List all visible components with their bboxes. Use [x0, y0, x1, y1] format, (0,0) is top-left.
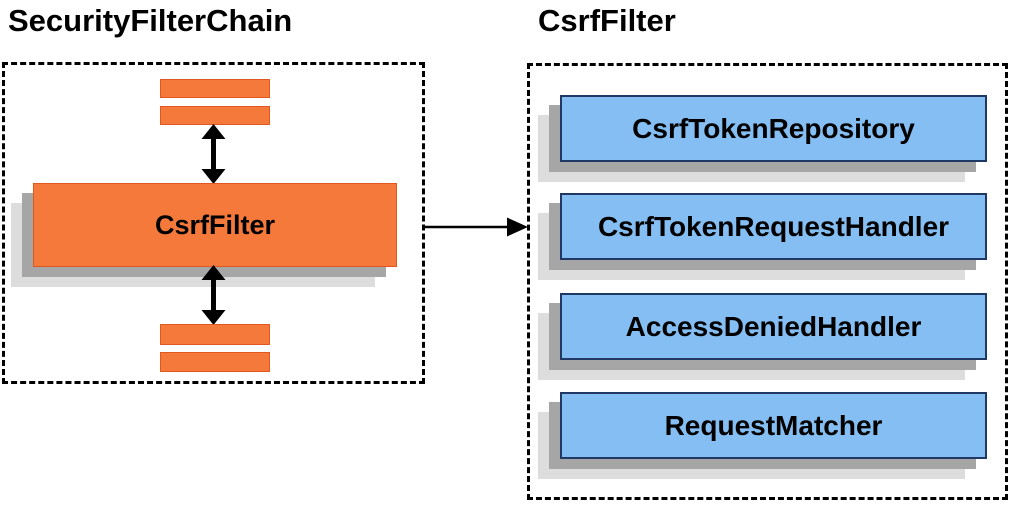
component-label: CsrfTokenRepository — [632, 112, 915, 144]
security-filter-chain-panel — [2, 62, 425, 384]
component-label: AccessDeniedHandler — [625, 310, 922, 342]
component-label: CsrfTokenRequestHandler — [597, 210, 950, 242]
csrf-filter-title: CsrfFilter — [538, 3, 676, 38]
component-label: RequestMatcher — [664, 409, 883, 441]
component-box-csrf-token-repository: CsrfTokenRepository — [560, 95, 987, 162]
security-filter-chain-title: SecurityFilterChain — [8, 3, 293, 38]
csrf-filter-box: CsrfFilter — [33, 183, 397, 267]
component-box-csrf-token-request-handler: CsrfTokenRequestHandler — [560, 193, 987, 260]
csrf-filter-box-label: CsrfFilter — [154, 209, 276, 240]
filter-placeholder-bar — [160, 106, 270, 125]
component-box-request-matcher: RequestMatcher — [560, 392, 987, 459]
filter-placeholder-bar — [160, 352, 270, 372]
vertical-double-arrow-icon — [201, 124, 226, 184]
filter-placeholder-bar — [160, 324, 270, 345]
vertical-double-arrow-icon — [201, 265, 226, 325]
csrf-filter-panel — [527, 63, 1008, 500]
right-arrow-icon — [424, 217, 528, 237]
filter-placeholder-bar — [160, 79, 270, 98]
component-box-access-denied-handler: AccessDeniedHandler — [560, 293, 987, 360]
